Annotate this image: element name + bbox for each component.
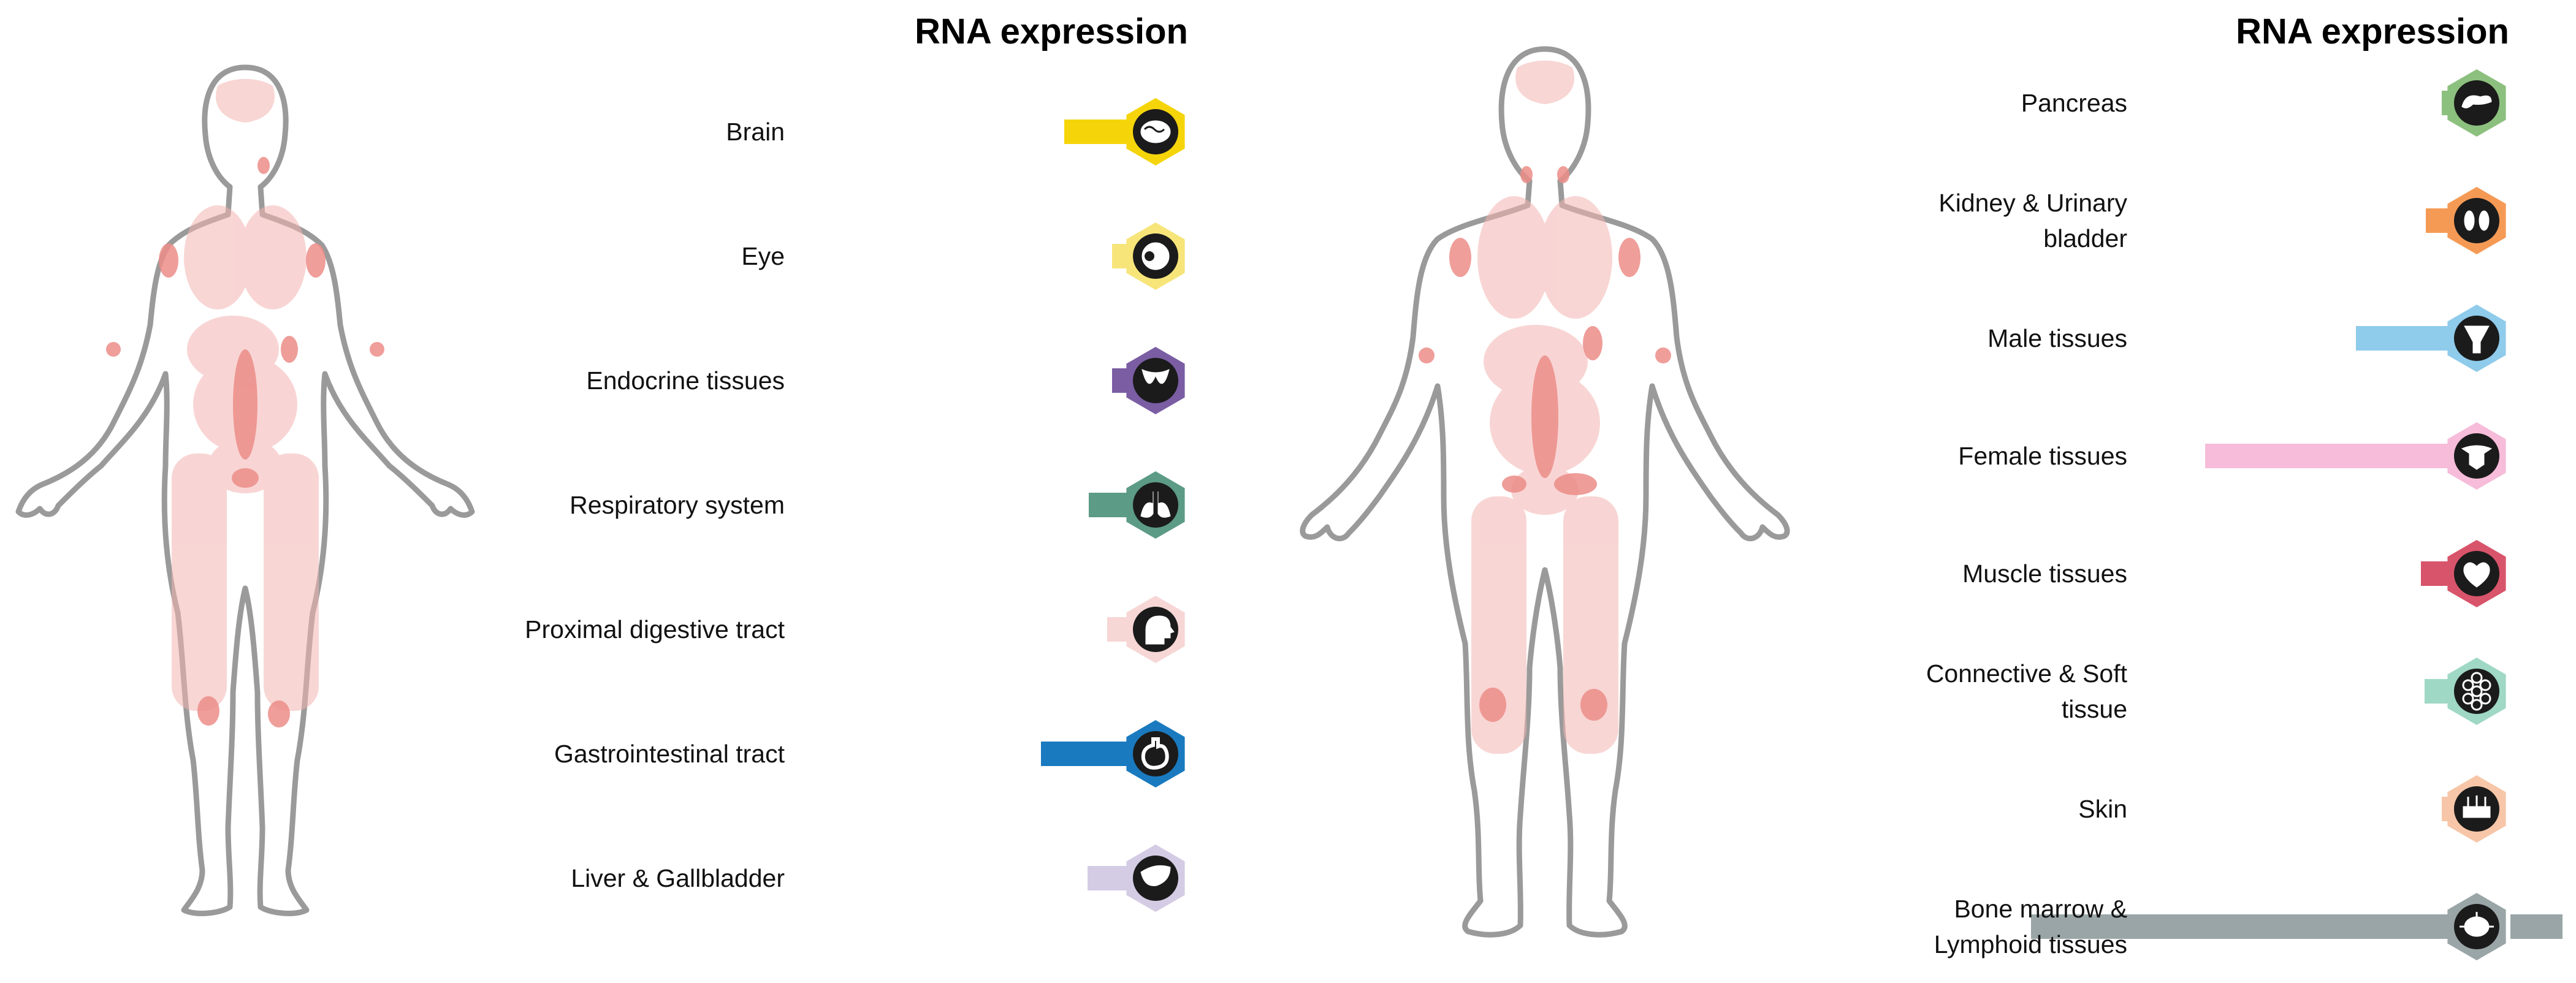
icon-disc — [2454, 669, 2499, 714]
skin-icon — [2463, 795, 2491, 818]
icon-disc — [1133, 358, 1178, 403]
tissue-label: Male tissues — [1987, 324, 2127, 352]
tissue-label: Muscle tissues — [1962, 560, 2127, 588]
thyroid-icon — [1141, 369, 1170, 384]
icon-disc — [2454, 198, 2499, 243]
expression-bar — [2031, 914, 2448, 939]
lymph-node-icon — [2460, 912, 2494, 937]
eye-icon — [1141, 242, 1170, 270]
left-panel-title: RNA expression — [915, 12, 1188, 51]
brain-icon — [1140, 120, 1171, 143]
head-profile-icon — [1145, 615, 1175, 645]
tissue-label: Respiratory system — [570, 491, 785, 519]
tissue-label: Pancreas — [2021, 89, 2127, 117]
expression-bar — [1064, 120, 1128, 144]
expression-bar — [2421, 561, 2448, 586]
kidney-icon — [2464, 210, 2490, 231]
tissue-label: Female tissues — [1958, 442, 2127, 470]
tissue-label: Endocrine tissues — [586, 366, 785, 395]
heart-muscle-icon — [2463, 562, 2490, 588]
expression-bar — [1112, 244, 1128, 268]
expression-bar — [1041, 742, 1128, 766]
liver-icon — [1140, 865, 1171, 887]
tissue-label: Brain — [726, 118, 785, 146]
expression-bar — [2426, 208, 2448, 233]
female-reproductive-icon — [2461, 445, 2493, 470]
expression-bar — [1107, 617, 1128, 642]
tissue-label: Connective & Soft tissue — [1926, 659, 2127, 723]
tissue-label: Eye — [741, 242, 785, 270]
expression-bar-overflow — [2510, 914, 2563, 939]
male-body-illustration — [1300, 46, 1790, 938]
stomach-icon — [1141, 737, 1169, 770]
expression-bar — [1112, 368, 1128, 393]
cells-icon — [2462, 672, 2491, 711]
lungs-icon — [1140, 492, 1171, 518]
female-body-illustration — [15, 64, 475, 916]
expression-bar — [2442, 797, 2448, 821]
tissue-label: Gastrointestinal tract — [554, 740, 785, 768]
expression-bar — [2205, 444, 2448, 468]
expression-bar — [2356, 326, 2448, 351]
expression-bar — [1089, 493, 1128, 517]
icon-disc — [1133, 482, 1178, 528]
tissue-label: Skin — [2078, 795, 2127, 823]
right-panel-title: RNA expression — [2236, 12, 2509, 51]
pancreas-icon — [2461, 95, 2492, 108]
expression-bar — [2442, 91, 2448, 115]
male-reproductive-icon — [2464, 325, 2490, 354]
expression-bar — [1088, 866, 1128, 890]
tissue-label: Kidney & Urinary bladder — [1938, 189, 2127, 252]
tissue-label: Proximal digestive tract — [525, 615, 785, 643]
expression-bar — [2425, 679, 2448, 704]
tissue-label: Liver & Gallbladder — [571, 864, 785, 892]
tissue-label: Bone marrow & Lymphoid tissues — [1934, 895, 2127, 958]
